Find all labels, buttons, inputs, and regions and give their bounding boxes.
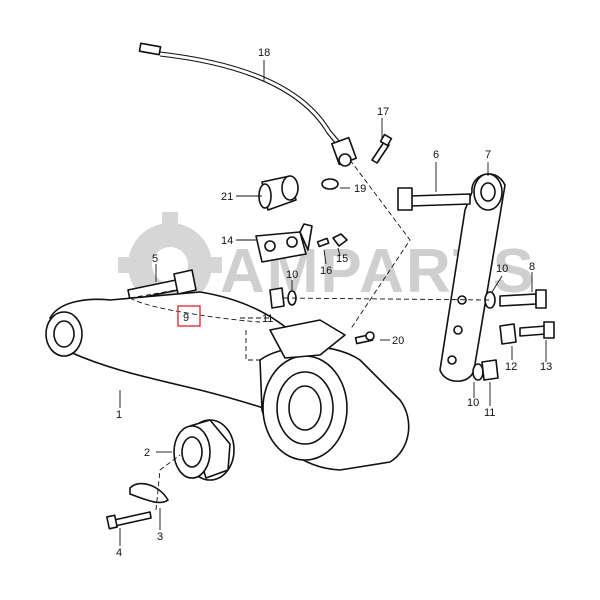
callout-12: 12 [505,361,517,373]
callout-11-lower: 11 [484,407,495,419]
nut-11-left [269,287,285,309]
callout-4: 4 [116,547,122,559]
callout-15: 15 [336,253,348,265]
callout-10-right: 10 [496,263,508,275]
bearing-2 [173,419,235,481]
callout-18: 18 [258,47,270,59]
callout-10-lower: 10 [467,397,479,409]
callout-14: 14 [221,235,233,247]
callout-7: 7 [485,149,491,161]
callout-9: 9 [183,312,189,324]
bolt-4 [106,511,152,530]
bolt-20 [354,331,375,345]
callout-10-left: 10 [286,269,298,281]
bush-21 [258,175,299,211]
nut-15 [332,233,348,247]
callout-8: 8 [529,261,535,273]
nut-11-lower [481,359,499,381]
callout-11-left: 11 [262,313,273,325]
callout-1: 1 [116,409,122,421]
bolt-13 [519,321,555,339]
sensor-cable [138,42,358,167]
callout-13: 13 [540,361,552,373]
bracket-14 [255,223,313,263]
leader-lines [119,60,547,546]
bolt-5 [127,269,197,301]
bolt-8 [499,289,547,309]
callout-3: 3 [157,531,163,543]
callout-5: 5 [152,253,158,265]
highlight-box [177,305,201,327]
callout-20: 20 [392,335,404,347]
callout-19: 19 [354,183,366,195]
screw-16 [316,237,330,248]
plate-3 [129,482,169,504]
callout-21: 21 [221,191,233,203]
o-ring-19 [321,178,339,190]
callout-17: 17 [377,106,389,118]
trailing-arm [45,291,410,471]
callout-16: 16 [320,265,332,277]
callout-6: 6 [433,149,439,161]
callout-labels: 18 17 6 7 21 19 14 15 16 5 10 10 8 9 20 … [116,47,552,559]
nut-12 [499,323,517,345]
screw-17 [371,133,393,164]
assembly-lines [129,159,491,511]
bolt-6 [397,187,471,211]
washer-10-lower [472,363,484,381]
callout-2: 2 [144,447,150,459]
